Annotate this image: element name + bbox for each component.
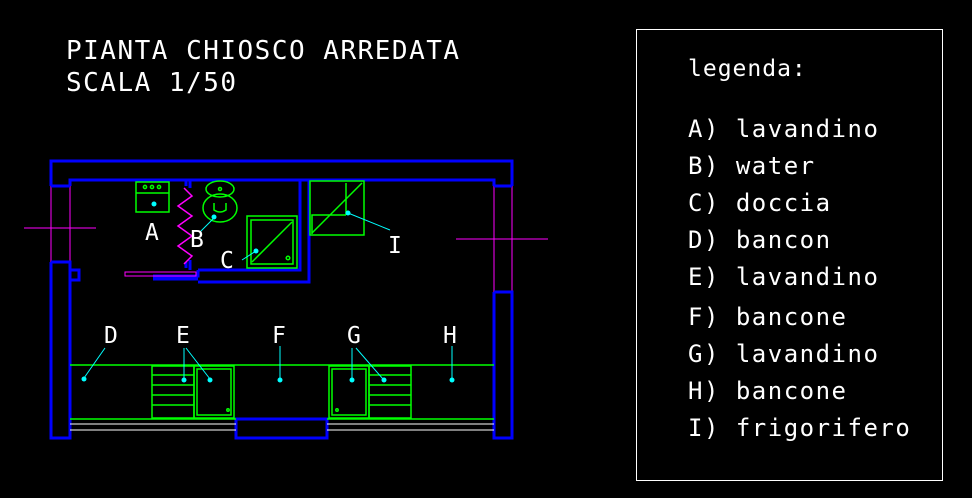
plan-label-e: E [176,323,190,349]
legend-panel: legenda: A) lavandino B) water C) doccia… [636,29,943,481]
partition-sill [124,271,197,277]
legend-item-g: G) lavandino [688,340,880,368]
leader-i [347,212,391,231]
marker-b [211,214,217,220]
legend-item-c: C) doccia [688,189,832,217]
legend-item-i: I) frigorifero [688,414,912,442]
legend-item-e: E) lavandino [688,263,880,291]
plan-label-a: A [145,220,159,246]
legend-item-f: F) bancone [688,303,848,331]
counter-markers [81,376,455,383]
marker-i [345,210,351,216]
front-lines [70,423,494,431]
plan-label-h: H [443,323,457,349]
fridge-i [309,180,365,236]
plan-label-d: D [104,323,118,349]
plan-label-i: I [388,233,402,259]
shower-c [246,215,298,269]
drawing-title: PIANTA CHIOSCO ARREDATA [66,36,461,66]
counter-leaders [83,346,453,380]
sink-e [151,365,235,419]
partition-zigzag [176,187,194,265]
sink-g [328,365,412,419]
washbasin-a [135,181,170,213]
leader-b [199,217,215,233]
plan-label-b: B [190,227,204,253]
leader-c [241,250,257,261]
marker-c [253,248,259,254]
section-marks [24,186,548,292]
legend-item-d: D) bancon [688,226,832,254]
legend-item-b: B) water [688,152,816,180]
plan-label-f: F [272,323,286,349]
legend-item-h: H) bancone [688,377,848,405]
outer-walls [49,159,514,440]
counter [70,364,494,420]
marker-a [151,201,157,207]
plan-label-c: C [220,248,234,274]
legend-title: legenda: [688,56,807,82]
toilet-b [202,180,238,223]
drawing-scale: SCALA 1/50 [66,68,238,98]
legend-item-a: A) lavandino [688,115,880,143]
plan-label-g: G [347,323,361,349]
